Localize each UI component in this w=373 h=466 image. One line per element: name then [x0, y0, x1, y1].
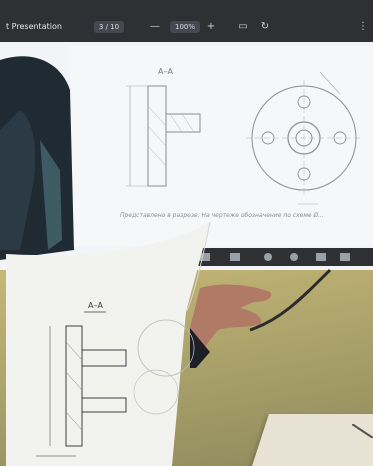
part-flange: [165, 113, 201, 133]
fit-page-icon[interactable]: ▭: [238, 21, 248, 32]
paper-sketch: A–A: [6, 222, 211, 466]
technical-drawing: A–A: [126, 67, 362, 205]
minus-icon[interactable]: —: [150, 21, 160, 32]
taskbar: [190, 248, 373, 266]
paper-label: A–A: [88, 301, 103, 310]
zoom-level[interactable]: 100%: [170, 21, 200, 33]
plus-icon[interactable]: +: [206, 21, 216, 32]
section-label: A–A: [158, 67, 173, 76]
pen: [352, 424, 373, 438]
page-indicator[interactable]: 3 / 10: [94, 21, 124, 33]
person-sleeve: [0, 56, 74, 260]
rotate-icon[interactable]: ↻: [260, 21, 270, 32]
viewer-toolbar: t Presentation 3 / 10 — 100% + ▭ ↻ ⋮: [0, 0, 373, 42]
slide-caption: Представлено в разрезе. На чертеже обозн…: [120, 212, 324, 219]
part-body: [147, 85, 167, 187]
presentation-title: t Presentation: [6, 22, 62, 31]
paper-box: [252, 414, 373, 466]
slide-content: A–A: [70, 46, 373, 246]
hand: [190, 284, 272, 368]
more-icon[interactable]: ⋮: [358, 21, 368, 32]
